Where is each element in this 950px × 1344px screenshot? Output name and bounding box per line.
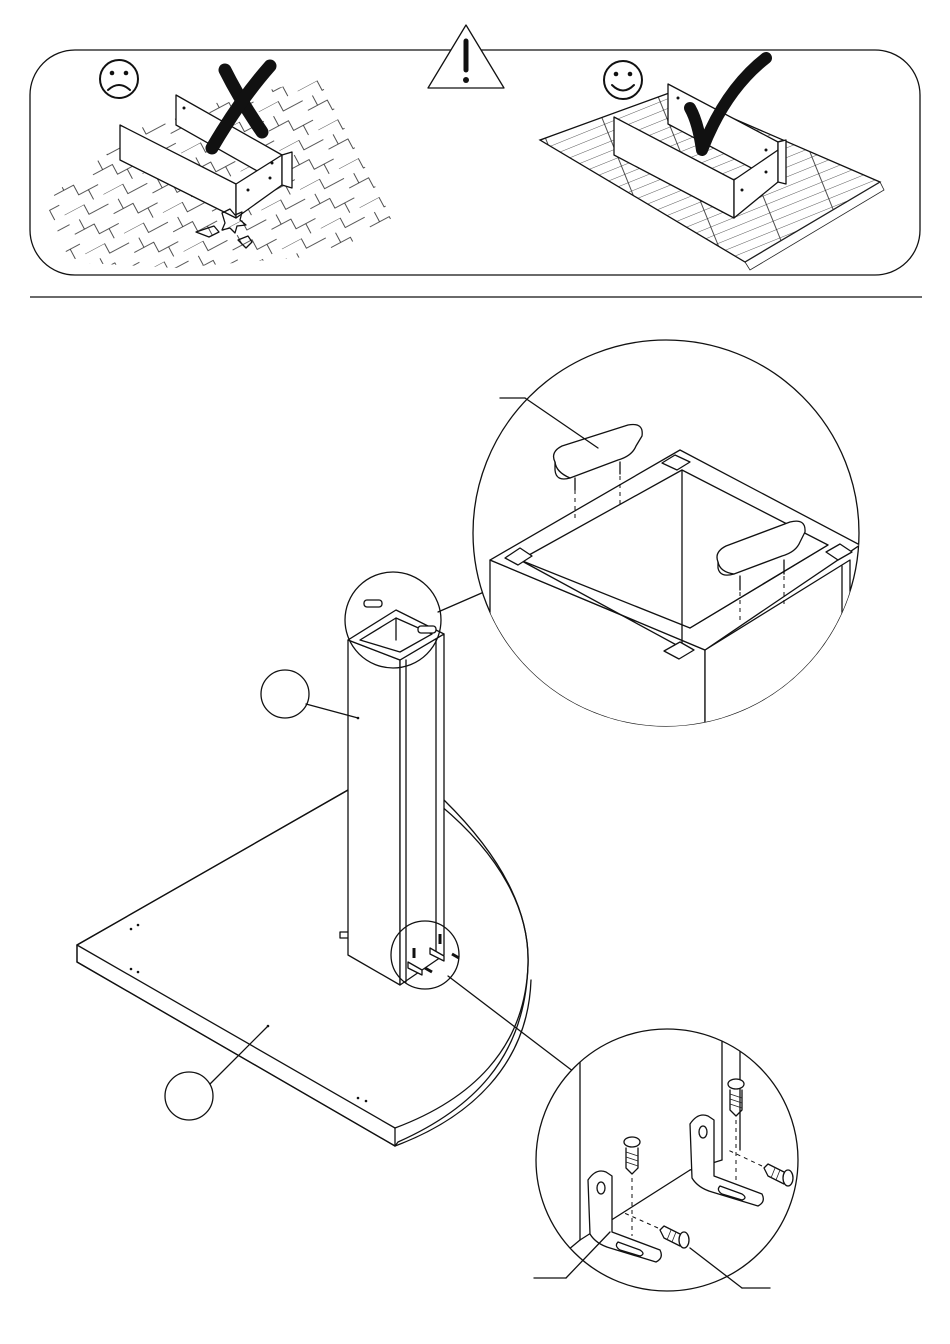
bottom-magnified-detail <box>520 1029 798 1291</box>
sad-face-icon <box>100 60 138 98</box>
top-magnified-detail <box>473 340 860 760</box>
top-detail-leader <box>438 592 484 612</box>
assembly-scene <box>77 572 578 1146</box>
warning-exclamation-icon <box>428 25 504 88</box>
soft-floor-scene <box>540 84 884 270</box>
column <box>340 610 444 985</box>
hard-floor-scene <box>45 78 392 268</box>
column-part-label <box>261 670 358 718</box>
hard-floor <box>45 78 392 268</box>
base-panel <box>77 790 531 1146</box>
warning-panel <box>30 25 920 275</box>
happy-face-icon <box>604 61 642 99</box>
